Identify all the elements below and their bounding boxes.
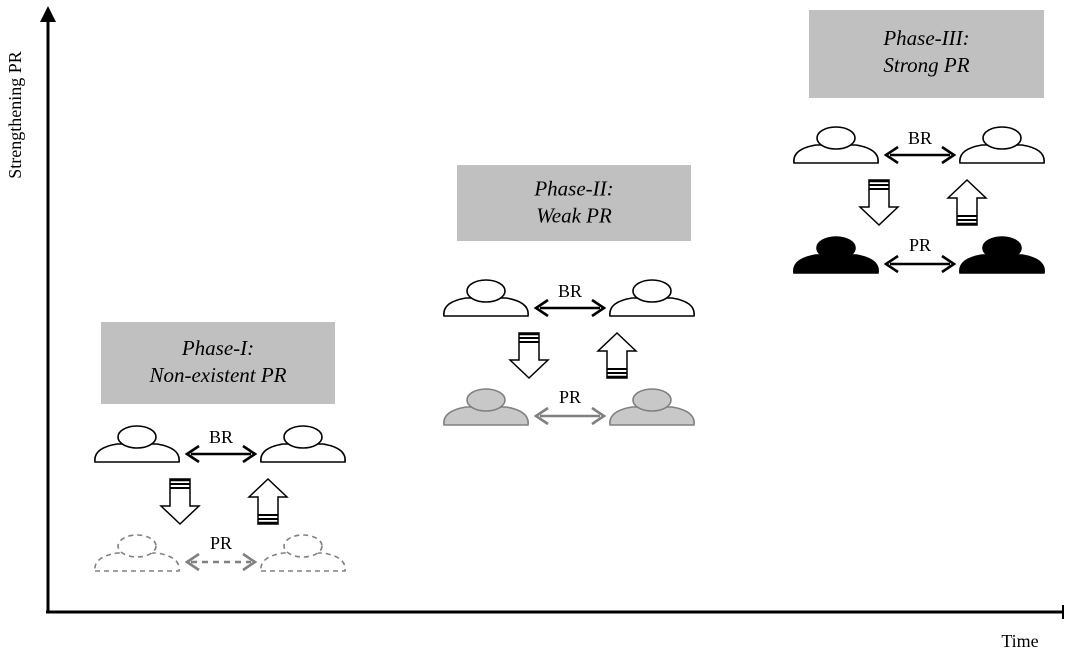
pr-label: PR bbox=[559, 387, 581, 407]
phase-title-box bbox=[457, 165, 691, 241]
x-axis-label: Time bbox=[1001, 631, 1038, 651]
pr-label: PR bbox=[909, 235, 931, 255]
y-axis-label: Strengthening PR bbox=[5, 51, 25, 179]
br-label: BR bbox=[558, 281, 582, 301]
person-left-bottom bbox=[94, 534, 180, 572]
person-left-bottom bbox=[443, 388, 529, 426]
person-left-top bbox=[793, 126, 879, 164]
pr-double-arrow bbox=[883, 254, 957, 274]
br-label: BR bbox=[209, 427, 233, 447]
phase-title-line1: Phase-I: bbox=[181, 336, 254, 360]
y-axis-arrowhead bbox=[40, 6, 56, 22]
phase-title-line1: Phase-II: bbox=[533, 176, 613, 200]
up-block-arrow bbox=[596, 331, 638, 379]
up-block-arrow bbox=[946, 178, 988, 226]
person-left-top bbox=[94, 425, 180, 463]
pr-double-arrow bbox=[184, 552, 258, 572]
phase-title-box bbox=[809, 10, 1044, 98]
br-double-arrow bbox=[533, 298, 607, 318]
phase-title-box bbox=[101, 322, 335, 404]
phases-group: Phase-I: Non-existent PR BR PR Phase-II: Weak… bbox=[94, 10, 1045, 572]
phase-1: Phase-I: Non-existent PR BR PR bbox=[94, 322, 346, 572]
phase-title-line2: Weak PR bbox=[536, 203, 612, 227]
br-double-arrow bbox=[184, 444, 258, 464]
down-block-arrow bbox=[159, 478, 201, 526]
pr-double-arrow bbox=[533, 406, 607, 426]
br-label: BR bbox=[908, 128, 932, 148]
person-left-bottom bbox=[793, 236, 879, 274]
phase-3: Phase-III: Strong PR BR PR bbox=[793, 10, 1045, 274]
person-right-bottom bbox=[609, 388, 695, 426]
phase-title-line2: Strong PR bbox=[883, 53, 969, 77]
person-right-top bbox=[609, 279, 695, 317]
person-right-top bbox=[260, 425, 346, 463]
person-right-top bbox=[959, 126, 1045, 164]
pr-label: PR bbox=[210, 533, 232, 553]
phase-title-line2: Non-existent PR bbox=[148, 363, 286, 387]
person-left-top bbox=[443, 279, 529, 317]
person-right-bottom bbox=[959, 236, 1045, 274]
phase-2: Phase-II: Weak PR BR PR bbox=[443, 165, 695, 426]
person-right-bottom bbox=[260, 534, 346, 572]
down-block-arrow bbox=[508, 332, 550, 380]
up-block-arrow bbox=[247, 477, 289, 525]
down-block-arrow bbox=[858, 179, 900, 227]
phase-title-line1: Phase-III: bbox=[882, 26, 969, 50]
br-double-arrow bbox=[883, 145, 957, 165]
